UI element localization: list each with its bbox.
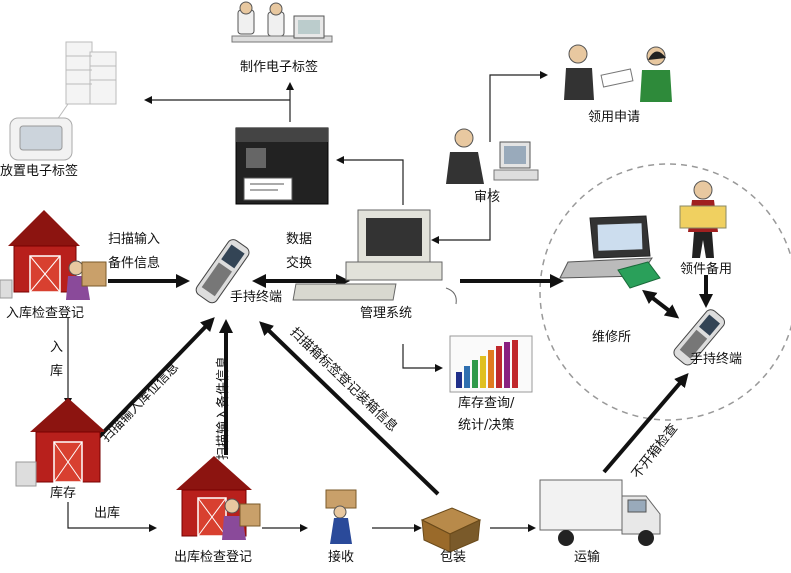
label-query-1: 库存查询/ (458, 396, 515, 411)
arrow-mgmt-to-chart (402, 344, 443, 372)
label-scan-backup-1: 扫描输入 (108, 232, 161, 247)
label-stock: 库存 (50, 486, 77, 501)
label-receive: 接收 (328, 550, 355, 565)
label-repair-shop: 维修所 (592, 330, 632, 345)
label-audit: 审核 (474, 190, 501, 205)
label-inbound-2: 库 (50, 364, 64, 379)
label-inbound-1: 入 (50, 340, 64, 355)
label-query-2: 统计/决策 (458, 418, 515, 433)
repair-shop-boundary (539, 163, 791, 421)
label-inbound-check: 入库检查登记 (6, 306, 85, 321)
label-mgmt: 管理系统 (360, 306, 413, 321)
bar-chart-icon (449, 335, 533, 393)
arrow-pack-to-handheld (259, 321, 440, 496)
barn-outbound-icon (176, 456, 261, 540)
worker-icon (325, 489, 357, 544)
arrow-transport-to-handheld-repair (602, 372, 689, 474)
truck-icon (539, 479, 661, 546)
label-take-spare: 领件备用 (680, 262, 733, 277)
label-data-2: 交换 (286, 256, 313, 271)
label-place-tag: 放置电子标签 (0, 164, 79, 179)
label-outbound: 出库 (94, 506, 121, 521)
label-handheld-repair: 手持终端 (690, 352, 743, 367)
laptop-icon (559, 215, 661, 289)
apply-people-icon (564, 44, 672, 102)
person-with-box-icon (679, 180, 727, 258)
handheld-terminal-repair-icon (673, 309, 725, 366)
auditor-icon (446, 128, 539, 184)
label-printer-icon (235, 127, 329, 205)
computer-icon (292, 209, 457, 305)
label-data-1: 数据 (286, 232, 313, 247)
server-stack-icon (49, 41, 117, 131)
arrow-mgmt-to-printer (336, 156, 404, 205)
label-scan-spare-info: 扫描输入备件信息 (216, 355, 231, 460)
tag-makers-icon (231, 1, 333, 43)
label-pack: 包装 (440, 550, 467, 565)
arrow-audit-to-apply (489, 71, 548, 142)
tag-reader-icon (9, 117, 73, 161)
arrow-stock-to-outbound (67, 502, 157, 532)
label-outbound-check: 出库检查登记 (174, 550, 253, 565)
handheld-terminal-icon (195, 239, 250, 304)
barn-stock-icon (15, 398, 106, 487)
package-icon (420, 507, 482, 553)
barn-inbound-icon (0, 210, 107, 300)
arrow-stock-to-handheld (94, 317, 215, 442)
arrow-laptop-handheld-exchange (642, 289, 680, 319)
label-scan-backup-2: 备件信息 (108, 256, 161, 271)
label-handheld: 手持终端 (230, 290, 283, 305)
arrow-audit-to-mgmt (431, 188, 491, 244)
label-apply: 领用申请 (588, 110, 641, 125)
label-make-tag: 制作电子标签 (240, 60, 319, 75)
label-transport: 运输 (574, 550, 601, 565)
